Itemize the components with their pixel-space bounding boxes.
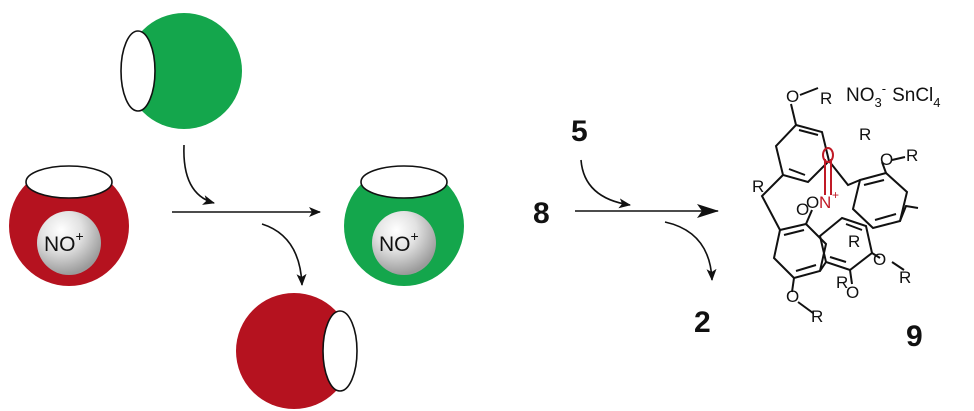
- guest-sphere: [37, 211, 101, 275]
- oxygen-label: O: [846, 283, 859, 302]
- incoming-capsule-arrow: [183, 144, 215, 205]
- counterion-label: NO3-SnCl4: [846, 81, 941, 110]
- capsule-cavity-opening: [322, 310, 358, 392]
- green-capsule-body: [126, 13, 242, 129]
- r-group-label: R: [836, 273, 848, 292]
- oxygen-label: O: [880, 150, 893, 169]
- empty-red-capsule: [236, 293, 358, 409]
- start-compound-number: 8: [533, 197, 550, 230]
- r-group-label: R: [848, 232, 860, 251]
- red-capsule-body: [236, 293, 352, 409]
- methylene-bridge: [828, 160, 861, 187]
- guest-label: NO+: [379, 228, 419, 256]
- r-group-label: R: [811, 307, 823, 326]
- calixarene-nitrosonium-structure: N + O R R O R R O O R O R O R O R: [752, 87, 918, 326]
- r-group-label: R: [752, 177, 764, 196]
- empty-green-capsule: [120, 13, 242, 129]
- oxygen-label: O: [873, 250, 886, 269]
- nitrosonium-charge: +: [832, 188, 839, 202]
- aryl-ring: [774, 123, 831, 184]
- r-group-label: R: [906, 146, 918, 165]
- r-group-label: R: [859, 125, 871, 144]
- oxygen-label: O: [796, 200, 809, 219]
- green-capsule-with-nitrosonium: NO+: [344, 165, 464, 286]
- guest-label: NO+: [44, 228, 84, 256]
- oxygen-label: O: [786, 287, 799, 306]
- r-group-label: R: [899, 268, 911, 287]
- oxygen-label: O: [786, 87, 799, 106]
- outgoing-capsule-arrow: [261, 223, 307, 286]
- r-group-label: R: [820, 89, 832, 108]
- product-compound-number: 9: [906, 320, 923, 353]
- red-capsule-with-nitrosonium: NO+: [9, 165, 129, 286]
- exchange-arrows: [172, 144, 321, 286]
- guest-sphere: [372, 211, 436, 275]
- reagent-in-arrow: [580, 159, 631, 209]
- capsule-cavity-opening: [25, 165, 113, 199]
- nitrosonium-n-label: N: [819, 193, 831, 212]
- byproduct-out-arrow: [664, 221, 717, 281]
- capsule-cavity-opening: [360, 165, 448, 199]
- methylene-bridge: [819, 261, 827, 272]
- reagent-compound-number: 5: [571, 115, 588, 148]
- capsule-cavity-opening: [120, 30, 156, 112]
- methylene-bridge: [760, 174, 784, 231]
- methylene-bridge: [899, 204, 919, 222]
- byproduct-compound-number: 2: [694, 306, 711, 339]
- chemical-reaction-arrows: [575, 159, 719, 281]
- aryl-ring: [818, 216, 874, 272]
- oxygen-label: O: [806, 193, 819, 212]
